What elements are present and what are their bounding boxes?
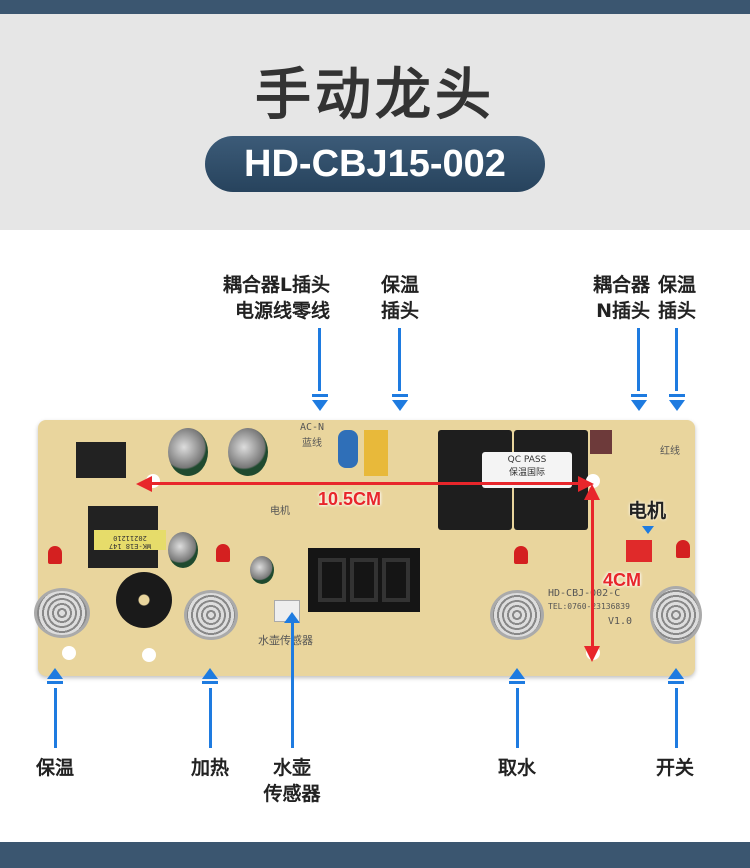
arrow-up-icon — [202, 668, 218, 679]
arrow-bar — [668, 681, 684, 684]
silk-red-wire: 红线 — [660, 446, 680, 457]
arrow-down-icon — [642, 526, 654, 534]
capacitor — [168, 428, 208, 476]
digit — [350, 558, 378, 602]
transformer-label: WK-E18 147 20211210 — [94, 530, 166, 550]
spring-kt1 — [34, 588, 90, 638]
arrow-line — [398, 328, 401, 391]
arrow-line — [637, 328, 640, 391]
digit — [318, 558, 346, 602]
buzzer — [116, 572, 172, 628]
arrow-line — [516, 688, 519, 748]
label-warm-plug-2: 保温插头 — [657, 274, 696, 322]
arrow-down-icon — [312, 400, 328, 411]
spring-kt2 — [184, 590, 238, 640]
width-dimension-line — [150, 482, 580, 485]
varistor — [338, 430, 358, 468]
arrow-bar — [47, 681, 63, 684]
arrow-bar — [392, 394, 408, 397]
fuse — [590, 430, 612, 454]
arrow-up-icon — [47, 668, 63, 679]
top-bar — [0, 0, 750, 14]
arrow-line — [675, 328, 678, 391]
led-display — [308, 548, 420, 612]
label-warm-plug-1: 保温插头 — [380, 274, 419, 322]
bottom-bar — [0, 842, 750, 868]
height-dimension-line — [591, 498, 594, 648]
digit — [382, 558, 410, 602]
arrow-down-icon — [584, 646, 600, 662]
width-dimension-label: 10.5CM — [318, 489, 382, 509]
capacitor — [228, 428, 268, 476]
silk-tel: TEL:0760-23136839 — [548, 602, 630, 611]
mount-hole — [142, 648, 156, 662]
led — [676, 540, 690, 558]
arrow-line — [209, 688, 212, 748]
arrow-down-icon — [631, 400, 647, 411]
arrow-down-icon — [669, 400, 685, 411]
height-dimension-label: 4CM — [603, 570, 642, 590]
label-coupler-l: 耦合器L插头电源线零线 — [222, 274, 330, 322]
arrow-up-icon — [284, 612, 300, 623]
spring-kt3 — [490, 590, 544, 640]
arrow-up-icon — [668, 668, 684, 679]
arrow-bar — [202, 681, 218, 684]
silk-motor: 电机 — [270, 506, 290, 517]
led — [48, 546, 62, 564]
label-heat: 加热 — [190, 757, 229, 779]
silk-board-id: HD-CBJ-002-C — [548, 588, 621, 599]
page-title: 手动龙头 — [255, 63, 495, 128]
arrow-bar — [509, 681, 525, 684]
arrow-up-icon — [584, 484, 600, 500]
silk-blue-wire: 蓝线 — [302, 438, 322, 449]
silk-version: V1.0 — [608, 616, 633, 627]
motor-label: 电机 — [627, 500, 666, 522]
arrow-line — [291, 622, 294, 748]
capacitor — [250, 556, 274, 584]
arrow-bar — [669, 394, 685, 397]
label-switch: 开关 — [655, 757, 694, 779]
silk-sensor: 水壶传感器 — [258, 634, 313, 647]
arrow-down-icon — [392, 400, 408, 411]
model-badge: HD-CBJ15-002 — [205, 136, 545, 192]
header — [0, 14, 750, 230]
led — [216, 544, 230, 562]
arrow-bar — [312, 394, 328, 397]
arrow-line — [675, 688, 678, 748]
led — [514, 546, 528, 564]
motor-connector — [626, 540, 652, 562]
arrow-up-icon — [509, 668, 525, 679]
label-kettle-sensor: 水壶传感器 — [263, 757, 321, 805]
arrow-line — [318, 328, 321, 391]
mount-hole — [62, 646, 76, 660]
ic-chip — [76, 442, 126, 478]
label-warm: 保温 — [35, 757, 74, 779]
label-draw-water: 取水 — [497, 757, 536, 779]
spring-kt4 — [650, 586, 702, 644]
arrow-bar — [631, 394, 647, 397]
silk-ac-n: AC-N — [300, 422, 325, 433]
x-capacitor — [364, 430, 388, 476]
arrow-left-icon — [136, 476, 152, 492]
capacitor — [168, 532, 198, 568]
arrow-line — [54, 688, 57, 748]
